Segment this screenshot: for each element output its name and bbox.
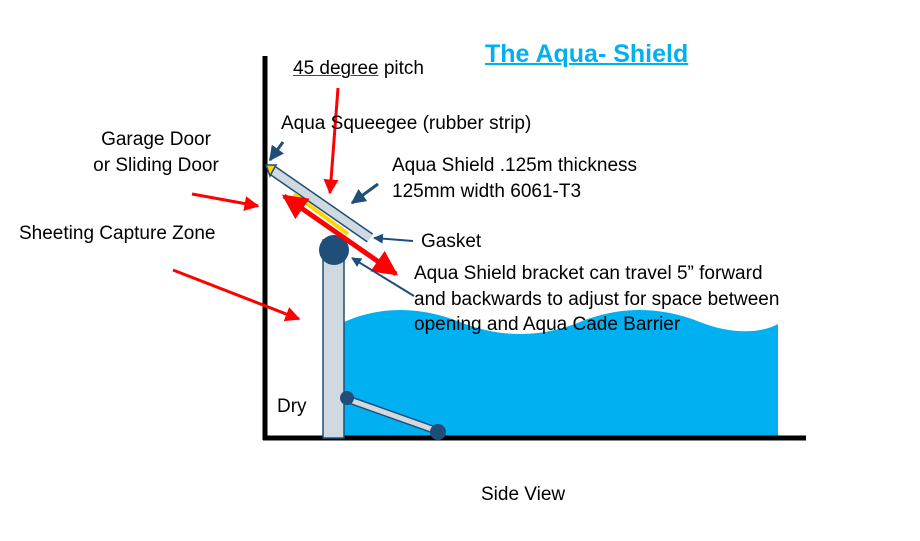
capture-zone-label: Sheeting Capture Zone xyxy=(19,223,216,244)
squeegee-pointer xyxy=(268,141,285,162)
shield-spec-line-1: Aqua Shield .125m thickness xyxy=(392,155,638,176)
shield-pointer xyxy=(350,182,379,205)
bracket-line-2: and backwards to adjust for space betwee… xyxy=(414,288,780,310)
brace-pivot-top xyxy=(340,391,354,405)
garage-door-line-2: or Sliding Door xyxy=(93,154,219,176)
brace-pivot-bottom xyxy=(430,424,446,440)
bracket-label: Aqua Shield bracket can travel 5” forwar… xyxy=(414,261,779,338)
bracket-line-3: opening and Aqua Cade Barrier xyxy=(414,314,681,336)
pitch-suffix: pitch xyxy=(378,58,424,79)
squeegee-tip xyxy=(264,164,278,178)
garage-door-line-1: Garage Door xyxy=(101,129,211,150)
pitch-label: 45 degree pitch xyxy=(293,56,424,82)
aqua-shield-plate xyxy=(268,165,374,243)
water-body xyxy=(344,310,778,437)
gasket-pointer xyxy=(373,233,414,244)
gasket-label: Gasket xyxy=(421,231,482,252)
dry-label: Dry xyxy=(277,396,307,417)
support-post xyxy=(322,239,345,439)
diagram-title: The Aqua- Shield xyxy=(485,40,689,68)
pitch-arrow xyxy=(323,87,340,195)
garage-door-label: Garage Door or Sliding Door xyxy=(56,127,256,178)
bracket-line-1: Aqua Shield bracket can travel 5” forwar… xyxy=(414,263,763,284)
shield-spec-line-2: 125mm width 6061-T3 xyxy=(392,180,582,202)
brace-strut-fill xyxy=(344,396,443,435)
shield-spec-label: Aqua Shield .125m thickness 125mm width … xyxy=(392,153,637,204)
bracket-travel-arrow xyxy=(281,193,399,277)
garage-door-arrow xyxy=(191,192,260,211)
pitch-angle: 45 degree xyxy=(293,58,379,79)
capture-zone-arrow xyxy=(172,268,301,322)
squeegee-label: Aqua Squeegee (rubber strip) xyxy=(281,113,532,134)
bracket-pointer xyxy=(351,257,415,297)
view-label: Side View xyxy=(481,484,566,505)
